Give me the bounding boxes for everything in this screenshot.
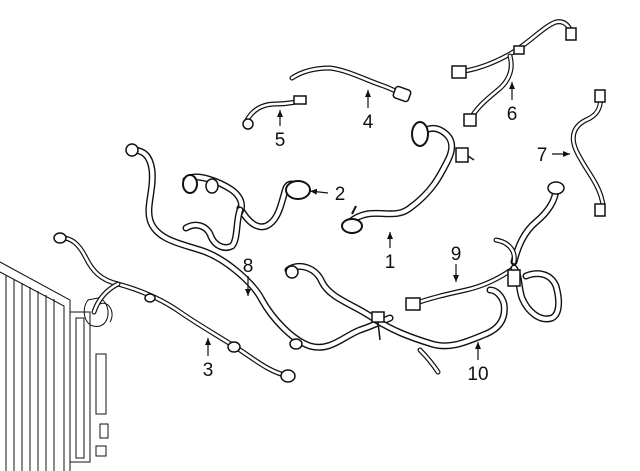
hose-part-7 <box>570 89 606 217</box>
callout-7: 7 <box>537 145 548 166</box>
radiator <box>0 261 113 471</box>
callout-labels: 1 2 3 4 5 6 7 8 9 10 <box>203 104 548 385</box>
leader-2 <box>309 188 329 195</box>
hose-part-6 <box>451 19 577 127</box>
callout-8: 8 <box>243 256 254 277</box>
hose-part-3 <box>53 232 296 383</box>
hose-part-1 <box>341 121 475 234</box>
callout-3: 3 <box>203 360 214 381</box>
callout-1: 1 <box>385 252 396 273</box>
leader-lines <box>205 82 570 360</box>
hose-part-5 <box>242 95 307 130</box>
callout-10: 10 <box>467 364 488 385</box>
callout-5: 5 <box>275 130 286 151</box>
hose-part-8 <box>125 143 394 351</box>
callout-9: 9 <box>451 244 462 265</box>
hose-part-4 <box>289 65 412 103</box>
hose-part-10 <box>284 181 565 375</box>
callout-4: 4 <box>363 112 374 133</box>
hose-part-2 <box>182 173 311 231</box>
hose-part-9 <box>405 265 517 311</box>
callout-2: 2 <box>335 184 346 205</box>
callout-6: 6 <box>507 104 518 125</box>
